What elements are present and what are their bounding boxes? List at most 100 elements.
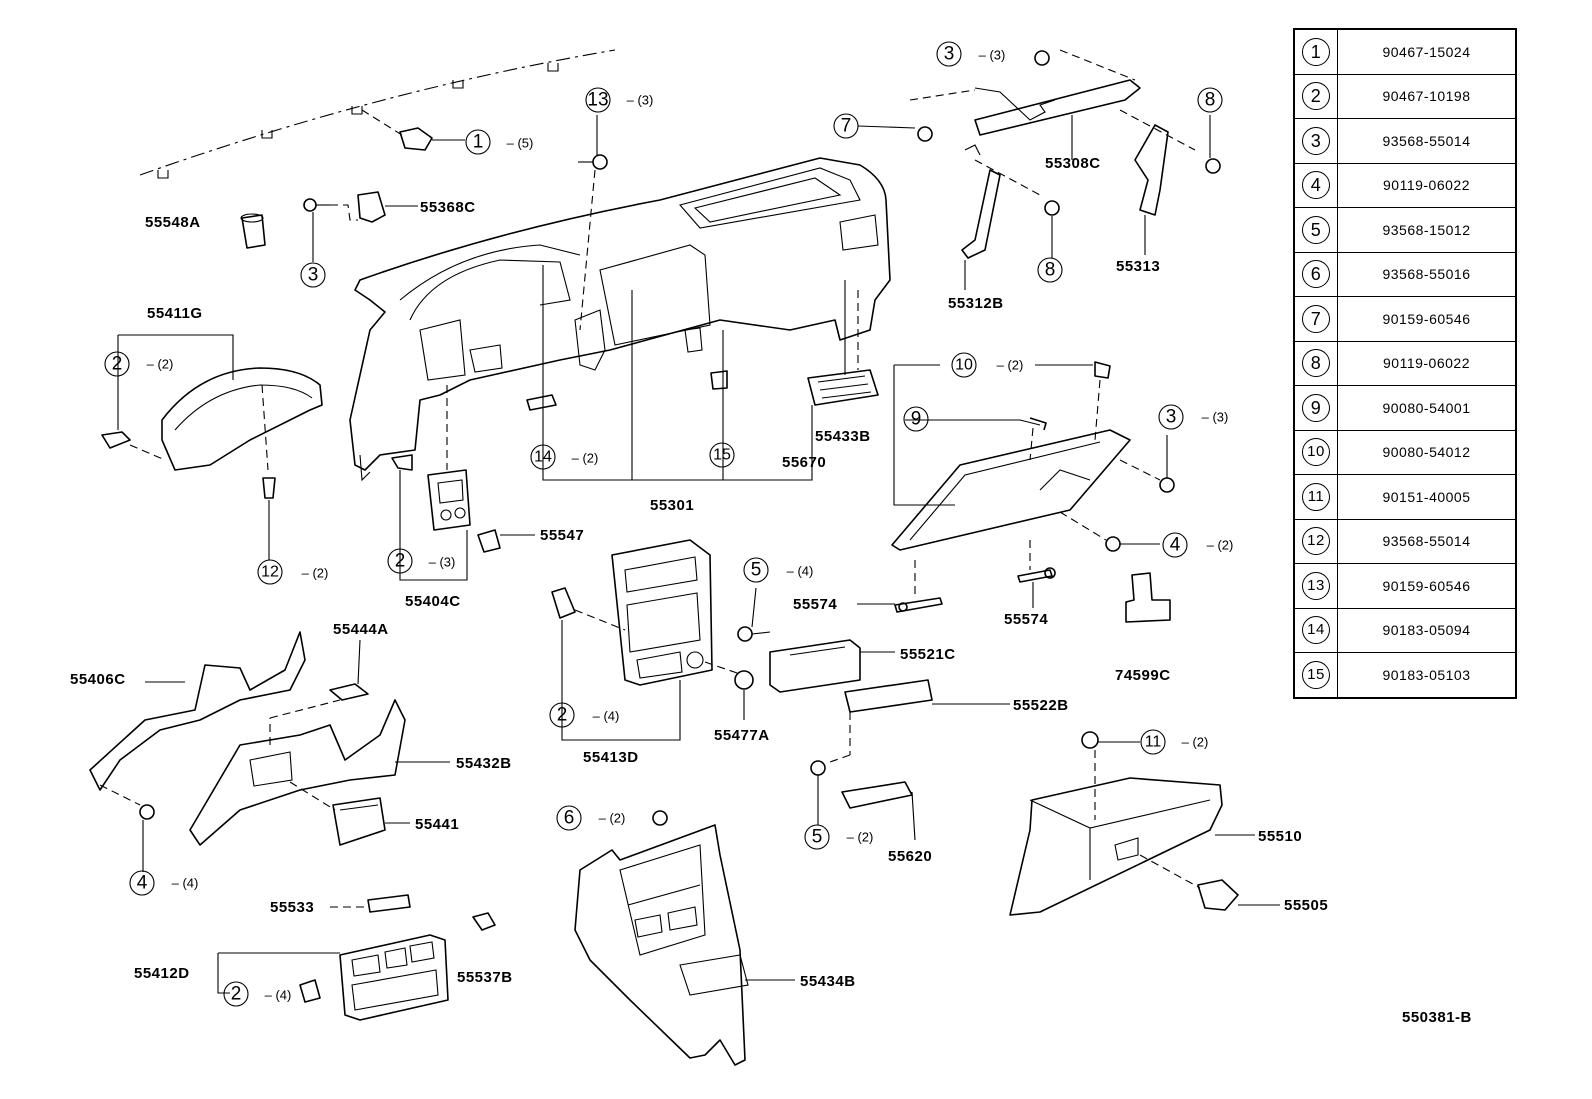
svg-text:9: 9 xyxy=(911,409,922,430)
legend-number: 13 xyxy=(1293,563,1338,609)
legend-number: 2 xyxy=(1293,73,1338,119)
svg-text:10: 10 xyxy=(955,357,973,374)
label-55533: 55533 xyxy=(270,899,314,916)
rod-55574a xyxy=(857,560,943,613)
callout-12: 12 – (2) xyxy=(257,559,328,585)
legend-part-number: 90151-40005 xyxy=(1337,474,1517,520)
svg-text:– (4): – (4) xyxy=(787,564,814,579)
legend-part-number: 90467-10198 xyxy=(1337,73,1517,119)
callout-8b: 8 xyxy=(1037,257,1063,283)
svg-text:– (3): – (3) xyxy=(627,93,654,108)
instrument-panel-55301 xyxy=(349,157,891,482)
legend-number-circle: 13 xyxy=(1302,571,1330,600)
clip-14 xyxy=(526,394,557,411)
holder-55620 xyxy=(841,781,916,841)
svg-text:– (2): – (2) xyxy=(1182,735,1209,750)
clip-55548A xyxy=(240,213,266,249)
legend-part-number: 90183-05103 xyxy=(1337,652,1517,698)
svg-text:7: 7 xyxy=(841,116,852,137)
svg-text:2: 2 xyxy=(395,551,406,572)
callout-4a: 4 – (2) xyxy=(1162,532,1233,558)
label-55620: 55620 xyxy=(888,848,932,865)
svg-text:14: 14 xyxy=(534,449,552,466)
svg-text:6: 6 xyxy=(564,808,575,829)
svg-text:11: 11 xyxy=(1145,734,1162,751)
svg-text:4: 4 xyxy=(137,873,148,894)
legend-part-number: 93568-15012 xyxy=(1337,207,1517,253)
legend-part-number: 90183-05094 xyxy=(1337,607,1517,653)
callout-14: 14 – (2) xyxy=(530,444,599,470)
callout-3a: 3 – (3) xyxy=(936,41,1005,67)
label-55434B: 55434B xyxy=(800,973,856,990)
label-55510: 55510 xyxy=(1258,828,1302,845)
legend-number: 7 xyxy=(1293,296,1338,342)
legend-number-circle: 4 xyxy=(1302,171,1330,200)
svg-text:2: 2 xyxy=(231,984,242,1005)
label-55521C: 55521C xyxy=(900,646,956,663)
pocket-55521C xyxy=(769,639,895,693)
legend-number-circle: 14 xyxy=(1302,616,1330,645)
screw-4b xyxy=(139,804,155,872)
legend-part-number: 90159-60546 xyxy=(1337,296,1517,342)
svg-text:– (2): – (2) xyxy=(599,811,626,826)
legend-part-number: 90080-54001 xyxy=(1337,385,1517,431)
label-55313: 55313 xyxy=(1116,258,1160,275)
svg-text:3: 3 xyxy=(1166,407,1177,428)
legend-part-number: 93568-55014 xyxy=(1337,518,1517,564)
fasteners-top-right xyxy=(917,50,1221,258)
label-74599C: 74599C xyxy=(1115,667,1171,684)
screw-3b xyxy=(303,198,330,262)
svg-text:12: 12 xyxy=(261,564,279,581)
legend-number: 3 xyxy=(1293,118,1338,164)
label-55312B: 55312B xyxy=(948,295,1004,312)
legend-number: 15 xyxy=(1293,652,1338,698)
clip-2d xyxy=(299,979,321,1003)
label-55404C: 55404C xyxy=(405,593,461,610)
bracket-55444A xyxy=(329,639,369,701)
legend-number: 11 xyxy=(1293,474,1338,520)
brace-55312B xyxy=(961,169,1001,290)
bracket-55522B xyxy=(829,679,1010,763)
svg-text:1: 1 xyxy=(473,132,484,153)
callout-10: 10 – (2) xyxy=(951,352,1093,378)
callout-8a: 8 xyxy=(1197,87,1223,113)
center-cluster-panel-55413D xyxy=(551,539,754,741)
callout-11: 11 – (2) xyxy=(1140,729,1209,755)
label-55574-b: 55574 xyxy=(1004,611,1048,628)
glove-box-55510 xyxy=(1009,731,1255,916)
screw-5a xyxy=(737,587,771,642)
callout-4b: 4 – (4) xyxy=(129,870,198,896)
svg-text:– (2): – (2) xyxy=(572,451,599,466)
svg-text:3: 3 xyxy=(944,44,955,65)
legend-part-number: 90467-15024 xyxy=(1337,28,1517,75)
bracket-55368C xyxy=(330,191,418,223)
windshield-edge-line xyxy=(139,49,616,176)
clip-near-2b xyxy=(391,385,471,581)
label-55308C: 55308C xyxy=(1045,155,1101,172)
callout-1: 1 – (5) xyxy=(465,129,533,155)
legend-part-number: 90159-60546 xyxy=(1337,563,1517,609)
label-55548A: 55548A xyxy=(145,214,201,231)
clip-15 xyxy=(710,370,728,390)
console-55434B xyxy=(574,810,795,1066)
svg-text:3: 3 xyxy=(308,265,319,286)
callout-3b: 3 xyxy=(300,262,326,288)
lower-panel-55432B xyxy=(189,699,450,846)
legend-number: 14 xyxy=(1293,607,1338,653)
svg-text:– (3): – (3) xyxy=(1202,410,1229,425)
label-55433B: 55433B xyxy=(815,428,871,445)
callout-9: 9 xyxy=(903,406,929,432)
legend-number: 6 xyxy=(1293,251,1338,297)
callout-13: 13 – (3) xyxy=(585,87,654,113)
glovebox-door-frame xyxy=(891,361,1175,552)
legend-part-number: 90119-06022 xyxy=(1337,340,1517,386)
callout-5b: 5 – (2) xyxy=(804,824,873,850)
